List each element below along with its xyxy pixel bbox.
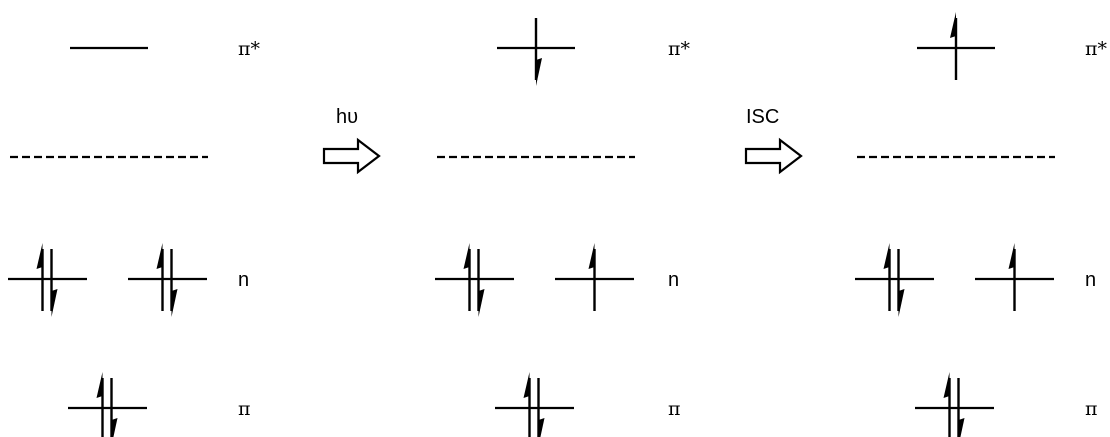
block-arrow-icon <box>744 137 803 175</box>
n-level-left-spin-down <box>477 249 485 317</box>
state-column-1: π* n π <box>8 38 260 437</box>
transition-arrow-1: hυ <box>322 106 381 175</box>
pi-star-label: π* <box>668 38 690 60</box>
n-level-left-spin-down <box>897 249 905 317</box>
n-level-left-spin-up <box>36 243 44 311</box>
pi-label: π <box>1085 398 1098 420</box>
n-level-right <box>975 243 1054 311</box>
n-level-left-spin-down <box>50 249 58 317</box>
pi-star-level-spin-up <box>950 12 958 80</box>
transition-label: ISC <box>746 106 779 128</box>
pi-level-spin-up <box>943 372 951 437</box>
n-level-left <box>8 243 87 317</box>
pi-star-label: π* <box>1085 38 1107 60</box>
pi-label: π <box>668 398 681 420</box>
pi-star-level <box>917 12 995 80</box>
state-column-2: π* n π <box>435 18 690 437</box>
n-level-left <box>435 243 514 317</box>
pi-star-level <box>497 18 575 86</box>
pi-level-spin-up <box>96 372 104 437</box>
pi-level <box>68 372 147 437</box>
transition-arrow-2: ISC <box>744 106 803 175</box>
pi-star-label: π* <box>238 38 260 60</box>
n-label: n <box>668 269 679 291</box>
n-level-right <box>128 243 207 317</box>
n-level-right-spin-up <box>1008 243 1016 311</box>
state-column-3: π* n π <box>855 12 1107 437</box>
pi-level-spin-up <box>523 372 531 437</box>
n-level-right-spin-up <box>156 243 164 311</box>
block-arrow-icon <box>322 137 381 175</box>
pi-level <box>915 372 994 437</box>
n-level-left-spin-up <box>463 243 471 311</box>
n-level-right-spin-up <box>588 243 596 311</box>
n-level-left-spin-up <box>883 243 891 311</box>
pi-level-spin-down <box>110 378 118 437</box>
n-level-right-spin-down <box>170 249 178 317</box>
transition-label: hυ <box>336 106 358 128</box>
pi-level <box>495 372 574 437</box>
pi-level-spin-down <box>957 378 965 437</box>
n-label: n <box>238 269 249 291</box>
n-level-right <box>555 243 634 311</box>
n-label: n <box>1085 269 1096 291</box>
pi-label: π <box>238 398 251 420</box>
pi-level-spin-down <box>537 378 545 437</box>
n-level-left <box>855 243 934 317</box>
pi-star-level-spin-down <box>534 18 542 86</box>
